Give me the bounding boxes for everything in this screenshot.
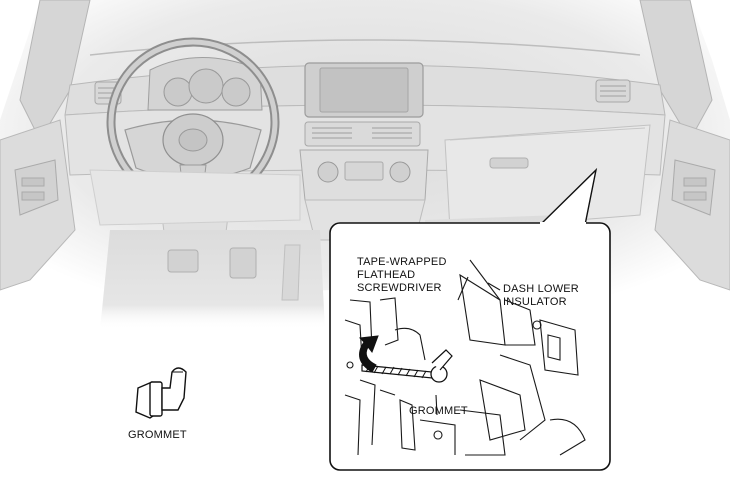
- label-tape-wrapped-screwdriver: TAPE-WRAPPED FLATHEAD SCREWDRIVER: [357, 256, 447, 295]
- label-dash-lower-insulator: DASH LOWER INSULATOR: [503, 283, 579, 309]
- label-insulator-line-2: INSULATOR: [503, 296, 567, 308]
- grommet-part-icon: [135, 367, 187, 419]
- callout-pointer: [539, 167, 598, 226]
- label-insulator-line-1: DASH LOWER: [503, 283, 579, 295]
- pry-arrow-icon: [358, 335, 379, 373]
- label-grommet-part: GROMMET: [128, 429, 187, 441]
- label-grommet-detail: GROMMET: [409, 405, 468, 417]
- detail-inset: [329, 222, 611, 471]
- screwdriver: [361, 349, 453, 383]
- label-tool-line-2: FLATHEAD: [357, 269, 416, 281]
- inset-line-art: [344, 259, 586, 456]
- label-tool-line-1: TAPE-WRAPPED: [357, 256, 447, 268]
- label-tool-line-3: SCREWDRIVER: [357, 282, 442, 294]
